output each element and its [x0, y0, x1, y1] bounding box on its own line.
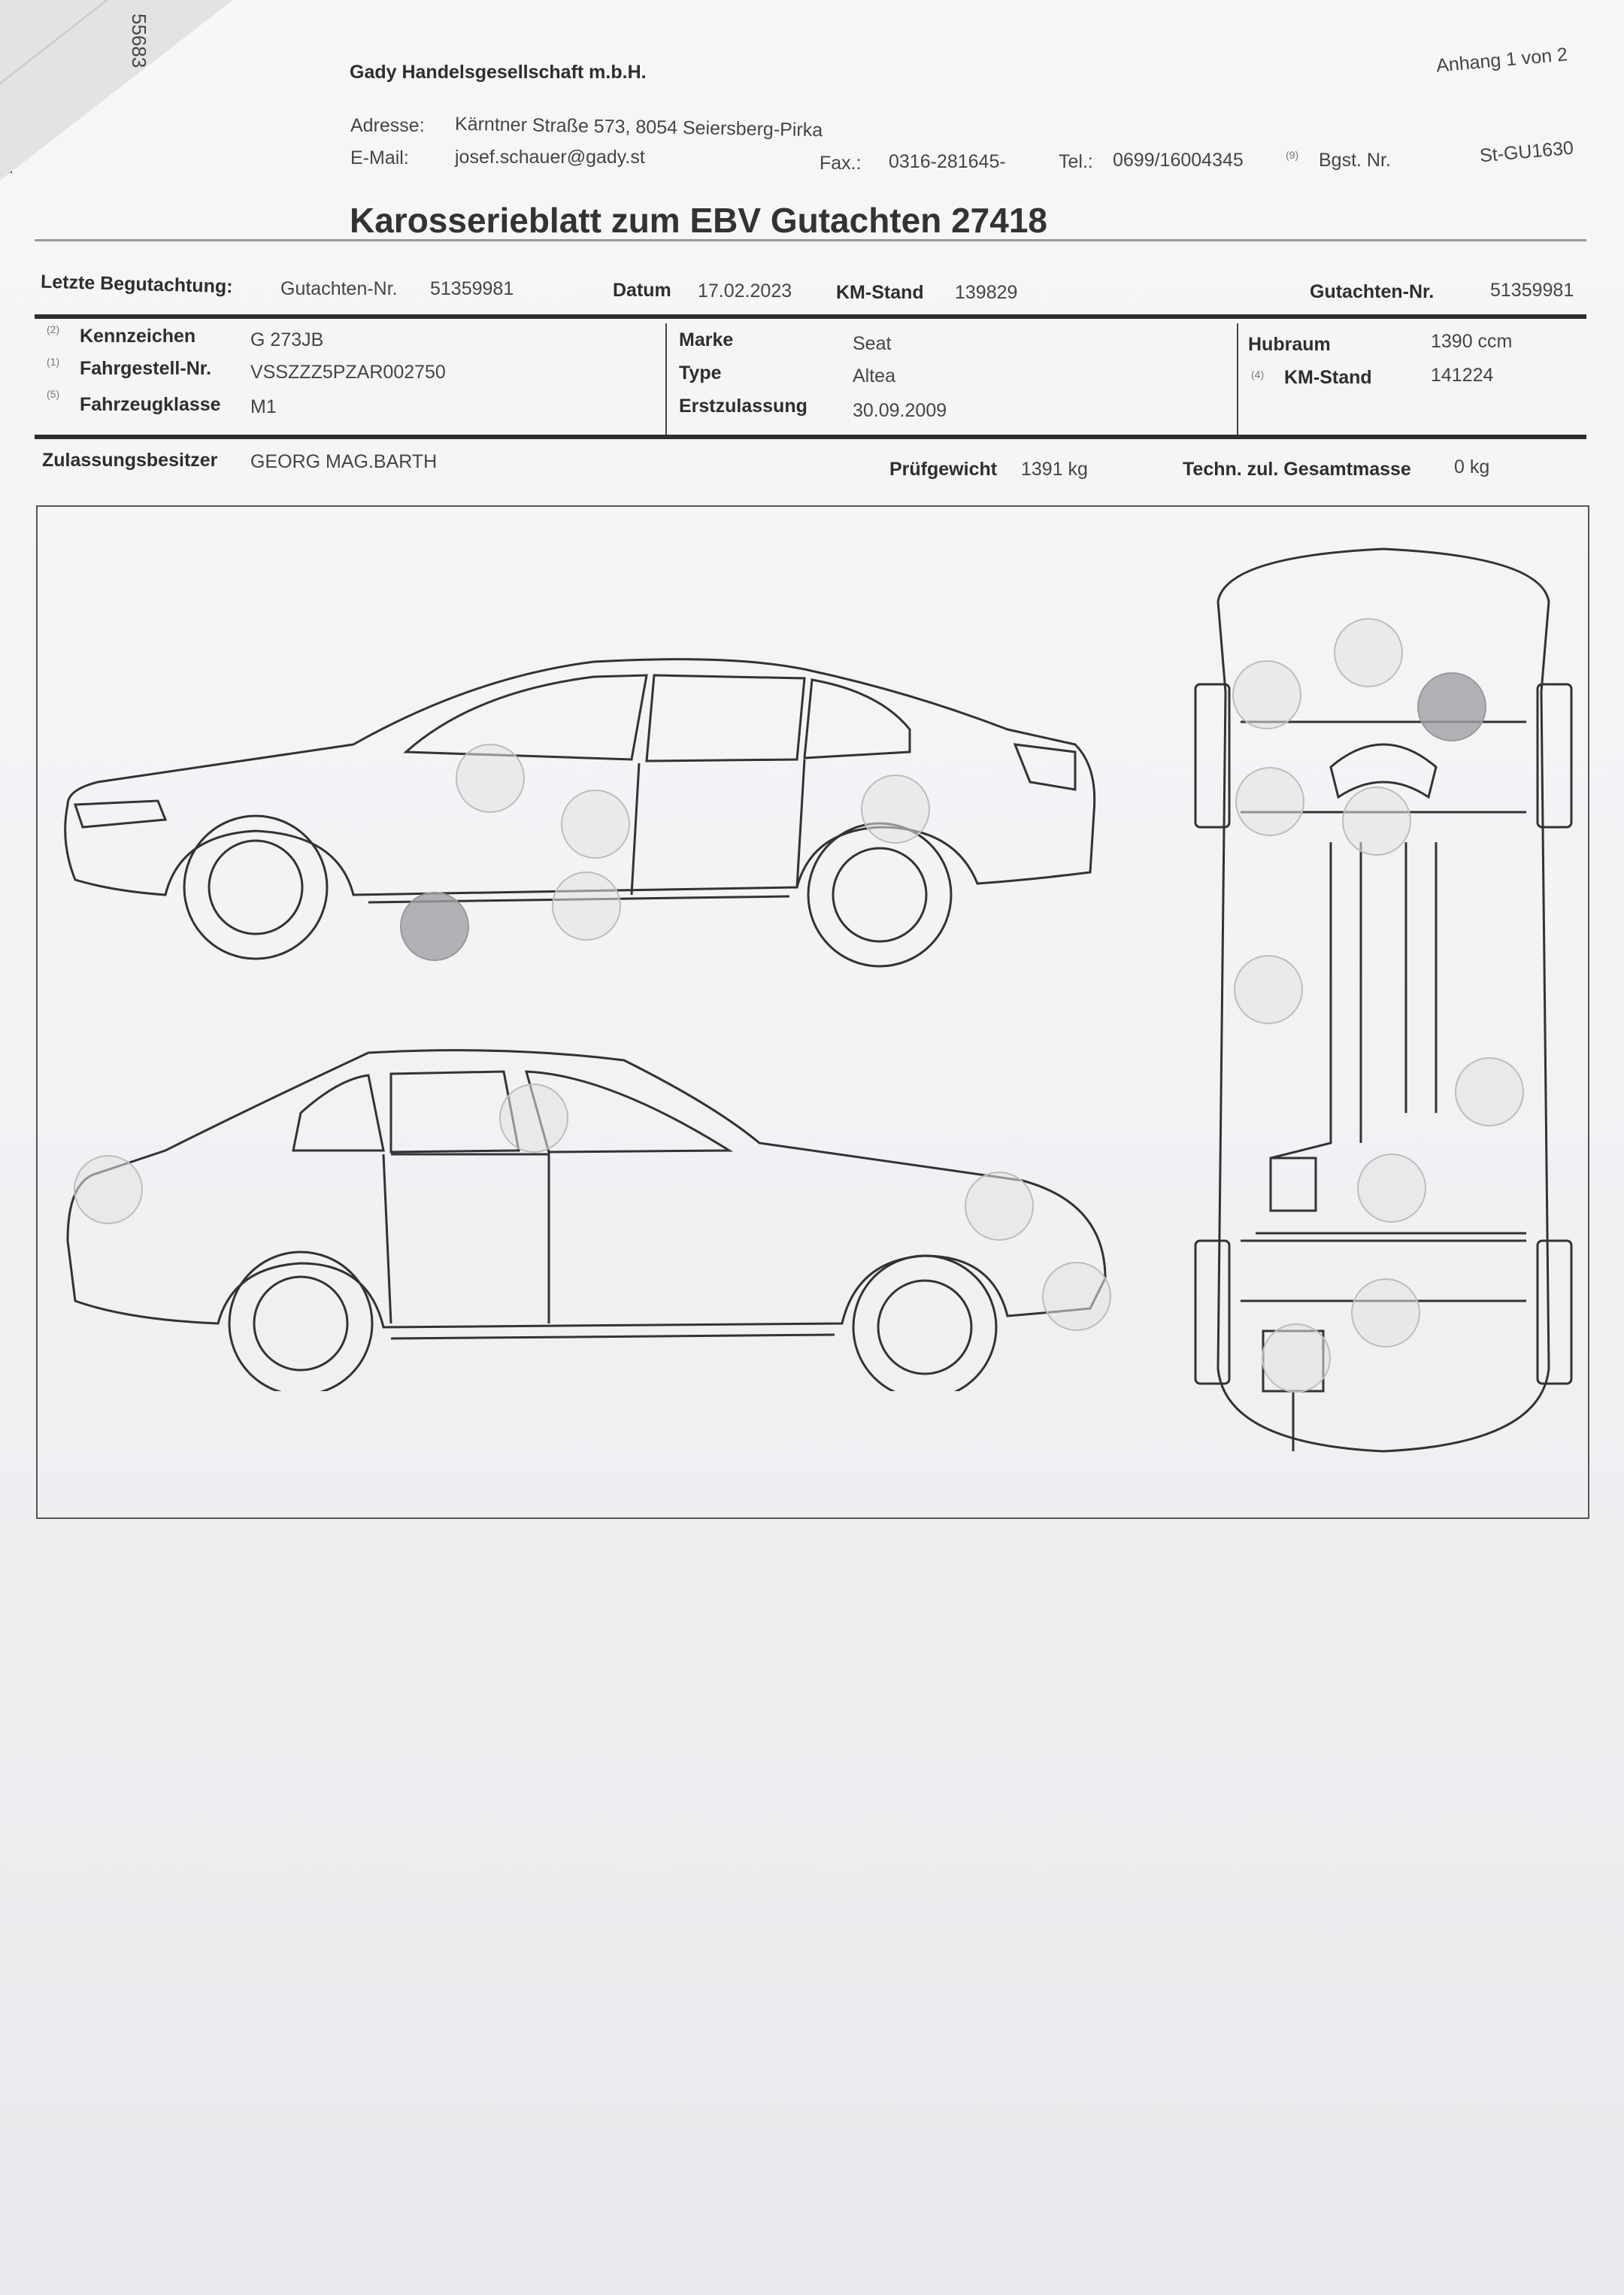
column-divider-2 — [1237, 323, 1238, 436]
damage-marker — [1232, 660, 1301, 729]
plate-label: Kennzeichen — [80, 326, 196, 347]
type-value: Altea — [853, 365, 895, 387]
owner-label: Zulassungsbesitzer — [42, 450, 218, 471]
weight-label: Prüfgewicht — [889, 459, 998, 480]
damage-marker — [1334, 618, 1403, 687]
fax-value: 0316-281645- — [889, 151, 1006, 172]
km-sup: (4) — [1251, 368, 1265, 380]
vin-value: VSSZZZ5PZAR002750 — [250, 362, 446, 383]
tel-value: 0699/16004345 — [1113, 150, 1244, 171]
attachment-label: Anhang 1 von 2 — [1435, 44, 1568, 77]
last-inspection-label: Letzte Begutachtung: — [40, 271, 233, 298]
damage-marker-severe — [400, 892, 469, 961]
damage-marker — [1042, 1262, 1111, 1331]
gross-weight-label: Techn. zul. Gesamtmasse — [1183, 459, 1411, 480]
damage-marker — [499, 1084, 568, 1153]
table-divider-top — [35, 314, 1586, 319]
make-label: Marke — [679, 329, 734, 350]
car-side-view-left — [66, 1049, 1107, 1391]
damage-marker — [74, 1155, 143, 1224]
page-title: Karosserieblatt zum EBV Gutachten 27418 — [350, 201, 1047, 240]
plate-sup: (2) — [47, 323, 60, 335]
damage-diagram-frame — [36, 505, 1589, 1519]
tel-label: Tel.: — [1059, 151, 1093, 172]
damage-marker — [561, 790, 630, 859]
vin-sup: (1) — [47, 356, 60, 368]
damage-marker — [861, 775, 930, 844]
email-label: E-Mail: — [350, 147, 409, 168]
last-report-label: Gutachten-Nr. — [280, 278, 398, 299]
weight-value: 1391 kg — [1021, 459, 1088, 480]
fax-label: Fax.: — [820, 153, 862, 174]
km-value: 141224 — [1431, 365, 1494, 386]
bgst-label: Bgst. Nr. — [1319, 150, 1391, 171]
displacement-label: Hubraum — [1248, 334, 1331, 355]
title-divider — [35, 239, 1586, 241]
gross-weight-value: 0 kg — [1454, 456, 1490, 477]
km-label: KM-Stand — [1284, 367, 1372, 388]
damage-marker — [1234, 955, 1303, 1024]
damage-marker — [1342, 787, 1411, 856]
plate-value: G 273JB — [250, 329, 324, 350]
table-divider-bottom — [35, 435, 1586, 439]
damage-marker-severe — [1417, 672, 1486, 741]
last-km-label: KM-Stand — [836, 282, 924, 303]
registration-label: Erstzulassung — [679, 396, 807, 417]
corner-number: 55683 — [128, 14, 150, 68]
class-label: Fahrzeugklasse — [80, 394, 221, 415]
last-report-value: 51359981 — [430, 278, 514, 299]
vin-label: Fahrgestell-Nr. — [80, 358, 212, 379]
address-value: Kärntner Straße 573, 8054 Seiersberg-Pir… — [454, 113, 823, 141]
bgst-sup: (9) — [1286, 149, 1299, 161]
report2-value: 51359981 — [1490, 280, 1574, 301]
owner-value: GEORG MAG.BARTH — [250, 451, 438, 472]
address-label: Adresse: — [350, 115, 425, 136]
damage-marker — [1262, 1323, 1331, 1393]
last-date-value: 17.02.2023 — [698, 280, 792, 302]
report2-label: Gutachten-Nr. — [1310, 281, 1435, 302]
damage-marker — [552, 872, 621, 941]
displacement-value: 1390 ccm — [1431, 331, 1513, 352]
damage-marker — [1357, 1154, 1426, 1223]
folded-corner — [0, 0, 233, 180]
email-value: josef.schauer@gady.st — [455, 147, 645, 168]
class-value: M1 — [250, 396, 277, 417]
bgst-value: St-GU1630 — [1478, 137, 1575, 167]
class-sup: (5) — [47, 388, 60, 400]
last-date-label: Datum — [613, 280, 671, 301]
column-divider-1 — [665, 323, 667, 436]
damage-marker — [965, 1172, 1034, 1241]
registration-value: 30.09.2009 — [853, 400, 947, 421]
damage-marker — [1351, 1278, 1420, 1348]
company-name: Gady Handelsgesellschaft m.b.H. — [350, 62, 647, 83]
damage-marker — [1235, 767, 1304, 836]
damage-marker — [456, 744, 525, 813]
type-label: Type — [679, 362, 722, 384]
last-km-value: 139829 — [955, 282, 1018, 303]
make-value: Seat — [853, 333, 892, 354]
damage-marker — [1455, 1057, 1524, 1126]
